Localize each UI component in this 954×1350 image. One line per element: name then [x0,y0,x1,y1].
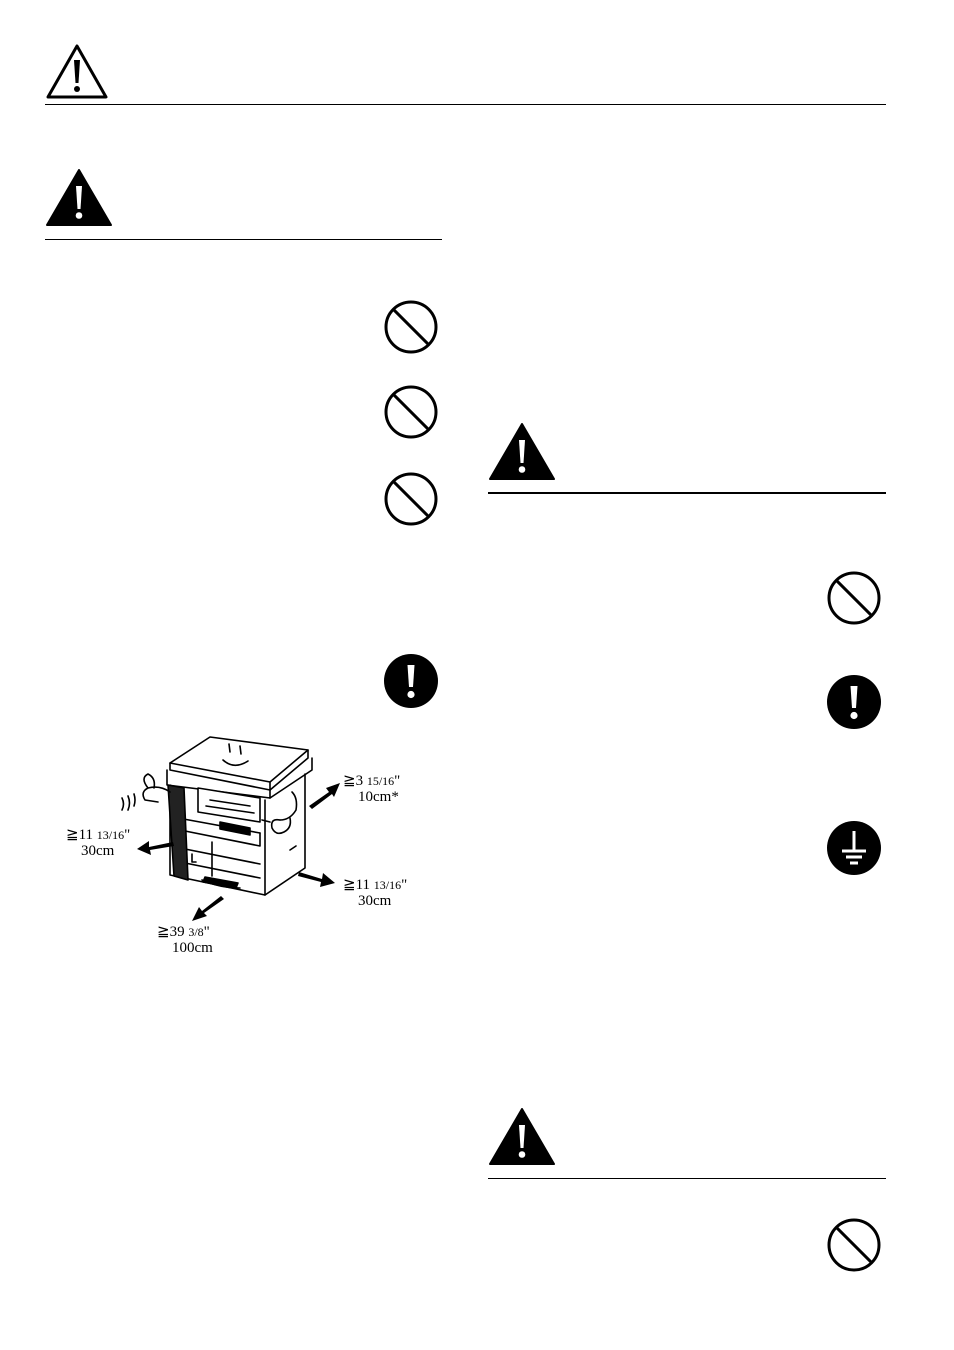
section-rule [488,1178,886,1179]
prohibition-icon [383,384,439,440]
section-rule [45,239,442,240]
clearance-arrow-rear [307,780,341,810]
prohibition-icon [826,570,882,626]
header-warning-icon [45,42,109,100]
clearance-left-label: ≧11 13/16" 30cm [66,827,131,859]
section-warning-icon [46,168,112,226]
mandatory-action-icon [826,674,882,730]
prohibition-icon [383,299,439,355]
clearance-right-label: ≧11 13/16" 30cm [343,877,408,909]
clearance-rear-label: ≧3 15/16" 10cm* [343,773,401,805]
section-warning-icon [489,1107,555,1165]
copier-illustration [100,730,330,930]
header-rule [45,104,886,105]
prohibition-icon [826,1217,882,1273]
clearance-arrow-front [190,893,224,923]
clearance-arrow-left [135,834,175,856]
clearance-arrow-right [297,867,337,891]
section-warning-icon [489,422,555,480]
mandatory-action-icon [383,653,439,709]
section-rule [488,492,886,494]
prohibition-icon [383,471,439,527]
clearance-front-label: ≧39 3/8" 100cm [157,924,213,956]
ground-icon [826,820,882,876]
